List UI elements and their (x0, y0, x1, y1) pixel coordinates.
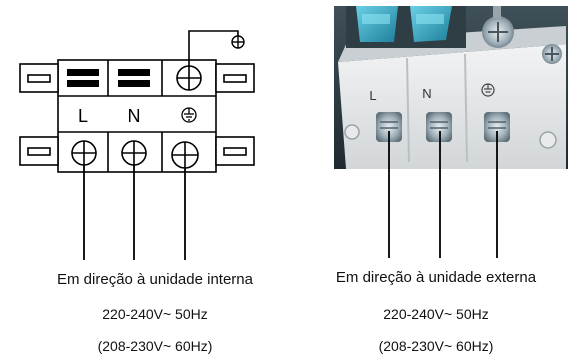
left-earth-terminal-icon (231, 35, 245, 49)
right-caption: Em direção à unidade externa (335, 269, 537, 286)
right-ground-symbol-icon (481, 83, 495, 97)
left-ground-symbol-icon (181, 107, 197, 123)
left-caption: Em direção à unidade interna (57, 271, 253, 288)
right-spec-secondary: (208-230V~ 60Hz) (378, 338, 494, 354)
left-spec-primary: 220-240V~ 50Hz (102, 306, 208, 322)
left-label-L: L (78, 106, 88, 126)
left-wires (83, 165, 186, 260)
left-bottom-screw-N-icon (121, 140, 147, 166)
left-label-N: N (128, 106, 141, 126)
right-label-L: L (369, 88, 376, 103)
left-bottom-screw-L-icon (71, 140, 97, 166)
right-wires (388, 131, 498, 258)
terminal-block-photo (334, 6, 568, 169)
right-spec-primary: 220-240V~ 50Hz (383, 306, 489, 322)
left-top-terminal-L (67, 69, 99, 87)
left-top-terminal-N (118, 69, 150, 87)
left-spec-secondary: (208-230V~ 60Hz) (97, 338, 213, 354)
left-ground-lead (188, 30, 239, 66)
right-label-N: N (422, 86, 431, 101)
left-top-ground-screw-icon (176, 65, 202, 91)
left-bottom-screw-ground-icon (171, 141, 199, 169)
